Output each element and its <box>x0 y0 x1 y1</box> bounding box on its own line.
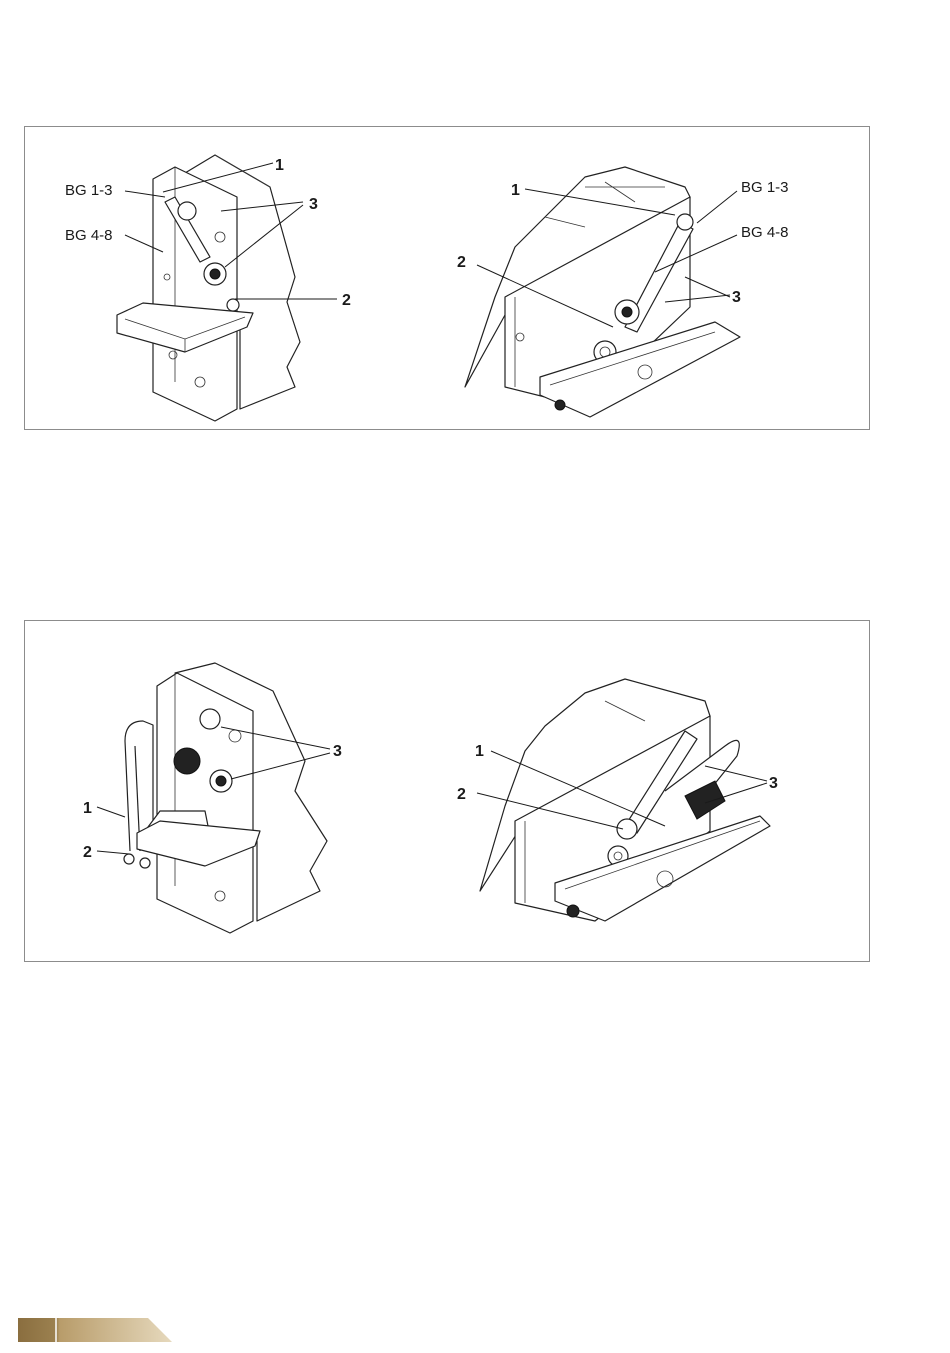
callout-1: 1 <box>83 800 92 817</box>
callout-1: 1 <box>511 182 520 199</box>
left-unit-drawing <box>117 155 300 421</box>
callout-bg48: BG 4-8 <box>741 224 789 241</box>
callout-2: 2 <box>342 292 351 309</box>
right-unit-drawing <box>480 679 770 921</box>
callout-3: 3 <box>333 743 342 760</box>
left-unit-drawing <box>124 663 327 933</box>
figure-top-drawing: 1 BG 1-3 BG 4-8 3 2 <box>25 127 871 431</box>
callout-bg48: BG 4-8 <box>65 227 113 244</box>
callout-2: 2 <box>83 844 92 861</box>
footer-accent-tab <box>18 1318 172 1342</box>
callout-2: 2 <box>457 254 466 271</box>
callout-2: 2 <box>457 786 466 803</box>
figure-bottom: 1 2 3 <box>24 620 870 962</box>
callout-bg13: BG 1-3 <box>741 179 789 196</box>
callout-3: 3 <box>309 196 318 213</box>
callout-1: 1 <box>275 157 284 174</box>
callout-3: 3 <box>769 775 778 792</box>
callout-1: 1 <box>475 743 484 760</box>
figure-bottom-drawing: 1 2 3 <box>25 621 871 963</box>
right-unit-drawing <box>465 167 740 417</box>
figure-top: 1 BG 1-3 BG 4-8 3 2 <box>24 126 870 430</box>
callout-3: 3 <box>732 289 741 306</box>
callout-bg13: BG 1-3 <box>65 182 113 199</box>
